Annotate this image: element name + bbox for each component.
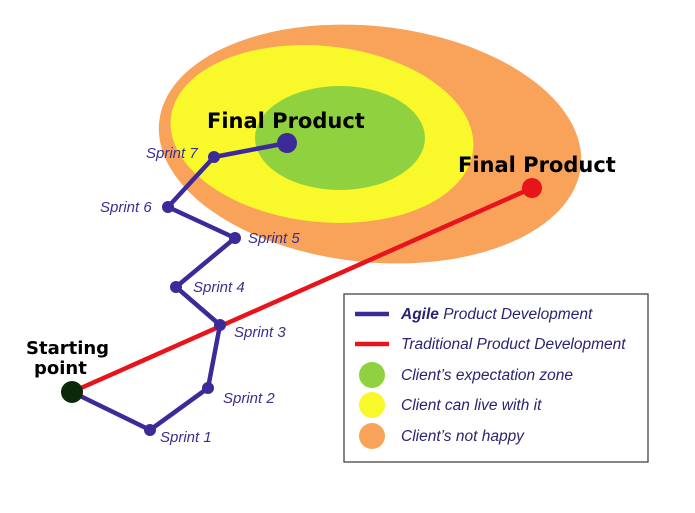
sprint-7-point — [208, 151, 220, 163]
sprint-points — [144, 151, 241, 436]
starting-point-label-line1: Starting — [26, 338, 109, 359]
sprint-1-point — [144, 424, 156, 436]
traditional-path — [71, 185, 533, 395]
agile-final-point — [277, 133, 297, 153]
legend-agile-rest: Product Development — [439, 306, 593, 323]
legend-expectation-swatch — [359, 362, 385, 388]
legend-not-happy-swatch — [359, 423, 385, 449]
sprint-5-label: Sprint 5 — [248, 230, 300, 247]
sprint-4-point — [170, 281, 182, 293]
sprint-3-label: Sprint 3 — [234, 324, 286, 341]
sprint-3-point — [214, 319, 226, 331]
legend-agile-label: Agile Product Development — [400, 306, 593, 323]
zone-expectation — [255, 86, 425, 190]
sprint-6-point — [162, 201, 174, 213]
legend-box — [343, 293, 649, 463]
traditional-final-label: Final Product — [458, 153, 616, 177]
legend-not-happy-label: Client’s not happy — [401, 428, 525, 445]
sprint-2-label: Sprint 2 — [223, 390, 275, 407]
sprint-7-label: Sprint 7 — [146, 145, 198, 162]
zones — [158, 24, 582, 264]
sprint-1-label: Sprint 1 — [160, 429, 212, 446]
sprint-6-label: Sprint 6 — [100, 199, 152, 216]
traditional-final-point — [522, 178, 542, 198]
starting-point — [61, 381, 83, 403]
sprint-5-point — [229, 232, 241, 244]
starting-point-label-line2: point — [34, 358, 87, 379]
legend: Agile Product Development Traditional Pr… — [343, 293, 649, 463]
sprint-2-point — [202, 382, 214, 394]
legend-agile-word: Agile — [400, 306, 439, 323]
sprint-4-label: Sprint 4 — [193, 279, 245, 296]
legend-live-with-swatch — [359, 392, 385, 418]
legend-live-with-label: Client can live with it — [401, 397, 542, 414]
legend-traditional-label: Traditional Product Development — [401, 336, 626, 353]
legend-expectation-label: Client’s expectation zone — [401, 367, 573, 384]
agile-final-label: Final Product — [207, 109, 365, 133]
